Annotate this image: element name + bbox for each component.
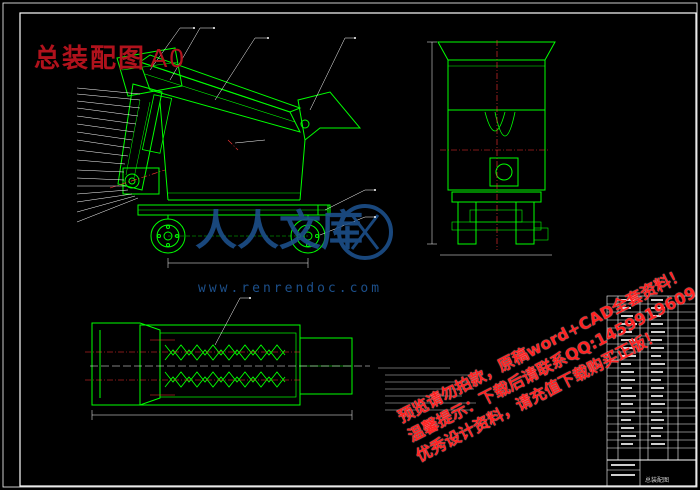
side-leg-left <box>457 201 477 245</box>
plan-augers <box>164 344 286 388</box>
plan-hopper <box>91 322 161 406</box>
stamp-size: A0 <box>150 43 186 73</box>
watermark-logo-text: 人人文库 <box>195 206 363 255</box>
side-hopper <box>447 59 546 111</box>
watermark-url: www.renrendoc.com <box>198 281 383 296</box>
plan-view <box>91 322 353 406</box>
plan-dimensions <box>90 297 370 420</box>
side-leg-right <box>515 201 535 245</box>
stamp-title: 总装配图 <box>34 44 147 74</box>
technical-notes <box>378 367 476 411</box>
inner-border <box>19 12 697 487</box>
callout-dots <box>193 27 376 299</box>
chute-roller <box>300 119 310 129</box>
side-gearbox <box>489 157 519 187</box>
front-dimensions <box>167 139 309 268</box>
conveyor-top <box>138 54 302 113</box>
motor-pulley <box>124 173 140 189</box>
side-dimensions <box>427 41 552 256</box>
screw-column <box>117 83 163 191</box>
parts-list <box>606 295 697 487</box>
parts-list-text <box>611 299 665 476</box>
wheel-left <box>150 215 186 254</box>
front-view <box>116 47 362 254</box>
plan-body <box>139 324 301 406</box>
leader-lines-left <box>76 87 141 223</box>
leader-lines-top <box>149 27 375 236</box>
discharge-chute <box>297 91 362 141</box>
side-hopper-top <box>437 41 556 61</box>
title-block-drawing-name: 总装配图 <box>645 477 670 484</box>
motor <box>122 167 160 195</box>
watermark-logo: 人人文库 <box>195 204 393 260</box>
side-base <box>451 191 542 203</box>
side-view <box>437 41 556 245</box>
hopper <box>116 47 183 97</box>
